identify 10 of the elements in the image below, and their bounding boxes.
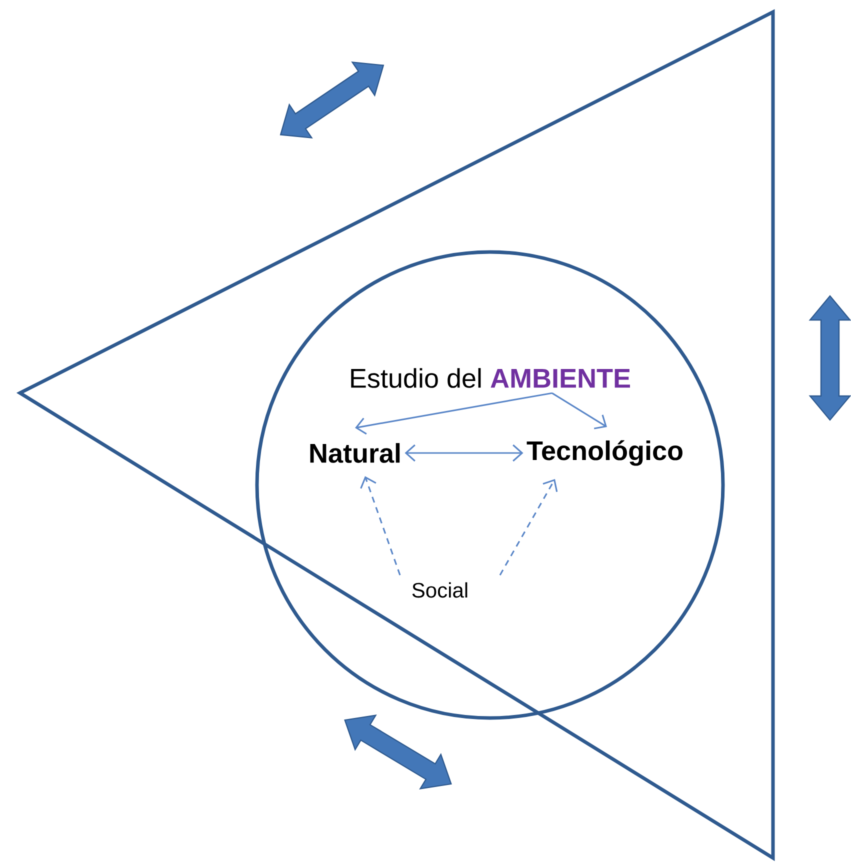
node-label: Tecnológico xyxy=(526,440,682,466)
node-label: Estudio del AMBIENTE xyxy=(351,368,630,388)
arrow xyxy=(404,444,524,462)
arrow xyxy=(360,476,401,576)
arrow xyxy=(499,478,558,576)
node-label: Social xyxy=(412,582,468,598)
arrow xyxy=(355,392,552,435)
circle-outline xyxy=(255,250,725,720)
arrow xyxy=(552,392,607,430)
node-label: Natural xyxy=(310,443,400,463)
